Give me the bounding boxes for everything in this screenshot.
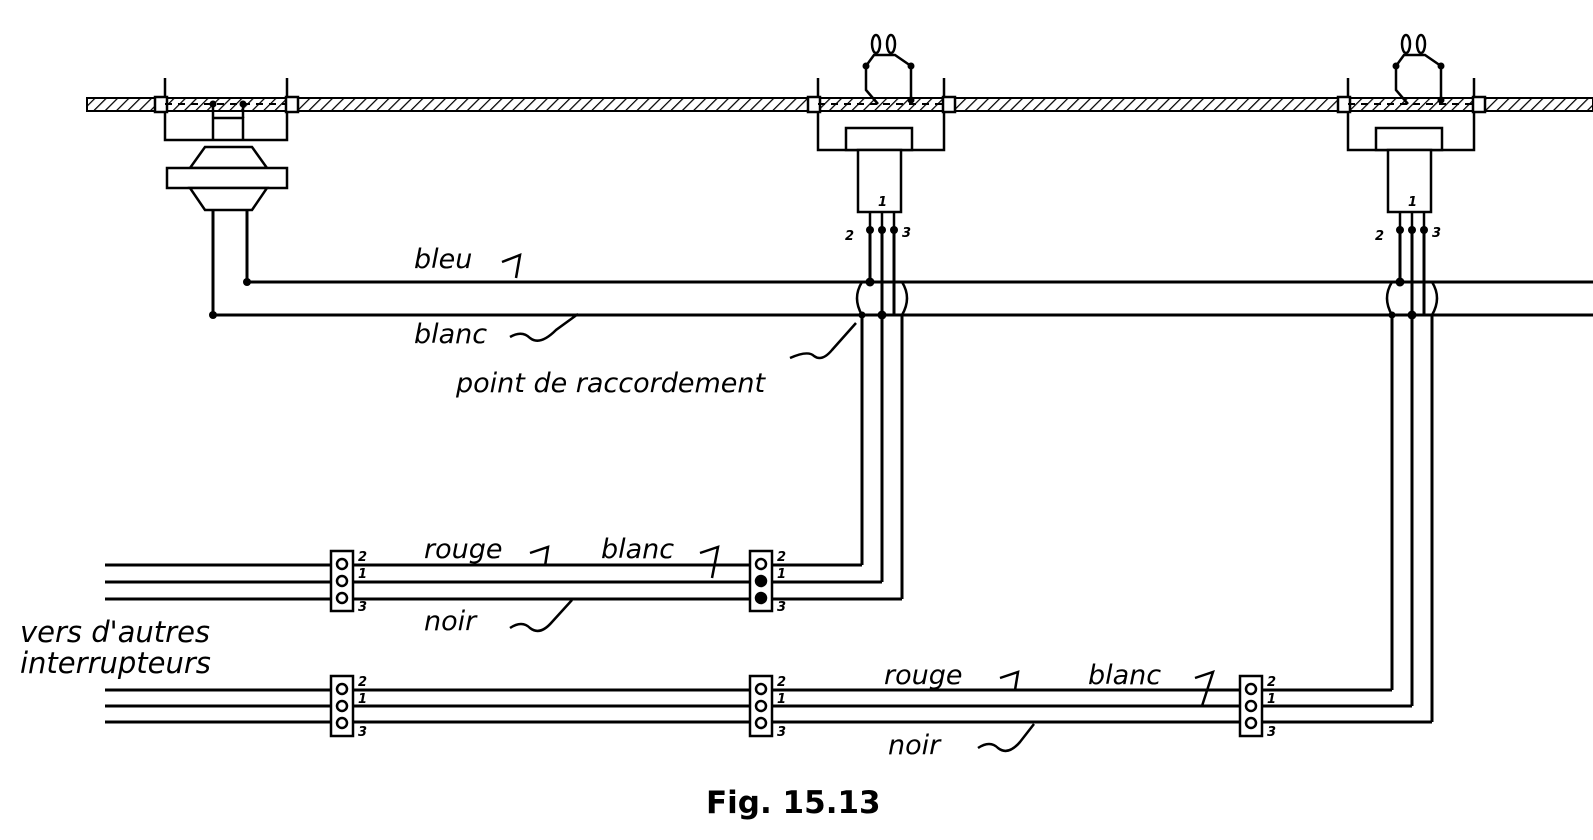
terminal-2: 2 xyxy=(358,675,367,690)
terminal-2: 2 xyxy=(845,229,854,244)
switch-box xyxy=(329,549,355,613)
terminal-1: 1 xyxy=(878,195,887,210)
terminal-2: 2 xyxy=(358,550,367,565)
terminal-2: 2 xyxy=(777,550,786,565)
switch-box xyxy=(748,549,774,613)
label-leaders xyxy=(501,253,1215,753)
terminal-1: 1 xyxy=(358,567,367,582)
lamp-fixture-1 xyxy=(806,33,957,230)
ceiling-track xyxy=(86,97,1593,112)
terminal-3: 3 xyxy=(1432,226,1441,241)
label-blanc: blanc xyxy=(414,319,487,350)
terminal-1: 1 xyxy=(358,692,367,707)
wire-labels: bleu blanc point de raccordement rouge b… xyxy=(414,244,1161,761)
terminal-3: 3 xyxy=(777,600,786,615)
figure-caption: Fig. 15.13 xyxy=(706,785,881,821)
terminal-1: 1 xyxy=(777,692,786,707)
label-rouge: rouge xyxy=(424,534,502,565)
side-note-line-1: vers d'autres xyxy=(20,615,210,649)
label-noir: noir xyxy=(888,730,942,761)
label-blanc: blanc xyxy=(1088,660,1161,691)
terminal-3: 3 xyxy=(777,725,786,740)
side-note-line-2: interrupteurs xyxy=(20,646,211,680)
terminal-1: 1 xyxy=(1408,195,1417,210)
switch-terminal-numbers: 2 1 3 2 1 3 2 1 3 2 1 3 2 1 3 xyxy=(358,550,1276,740)
terminal-1: 1 xyxy=(777,567,786,582)
drop-lamp-1 xyxy=(855,226,909,599)
terminal-1: 1 xyxy=(1267,692,1276,707)
label-point-de-raccordement: point de raccordement xyxy=(455,368,767,399)
lamp-terminal-numbers: 1 2 3 1 2 3 xyxy=(845,195,1441,244)
terminal-3: 3 xyxy=(358,725,367,740)
terminal-3: 3 xyxy=(358,600,367,615)
terminal-2: 2 xyxy=(1267,675,1276,690)
switch-box xyxy=(748,674,774,738)
terminal-3: 3 xyxy=(902,226,911,241)
lamp-fixture-2 xyxy=(1336,33,1487,230)
side-note: vers d'autres interrupteurs xyxy=(20,615,211,680)
transformer-fixture xyxy=(153,78,300,212)
label-noir: noir xyxy=(424,606,478,637)
label-blanc: blanc xyxy=(601,534,674,565)
terminal-3: 3 xyxy=(1267,725,1276,740)
label-bleu: bleu xyxy=(414,244,472,275)
switch-box xyxy=(329,674,355,738)
drop-lamp-2 xyxy=(1385,226,1439,722)
terminal-2: 2 xyxy=(1375,229,1384,244)
label-rouge: rouge xyxy=(884,660,962,691)
terminal-2: 2 xyxy=(777,675,786,690)
switch-box xyxy=(1238,674,1264,738)
